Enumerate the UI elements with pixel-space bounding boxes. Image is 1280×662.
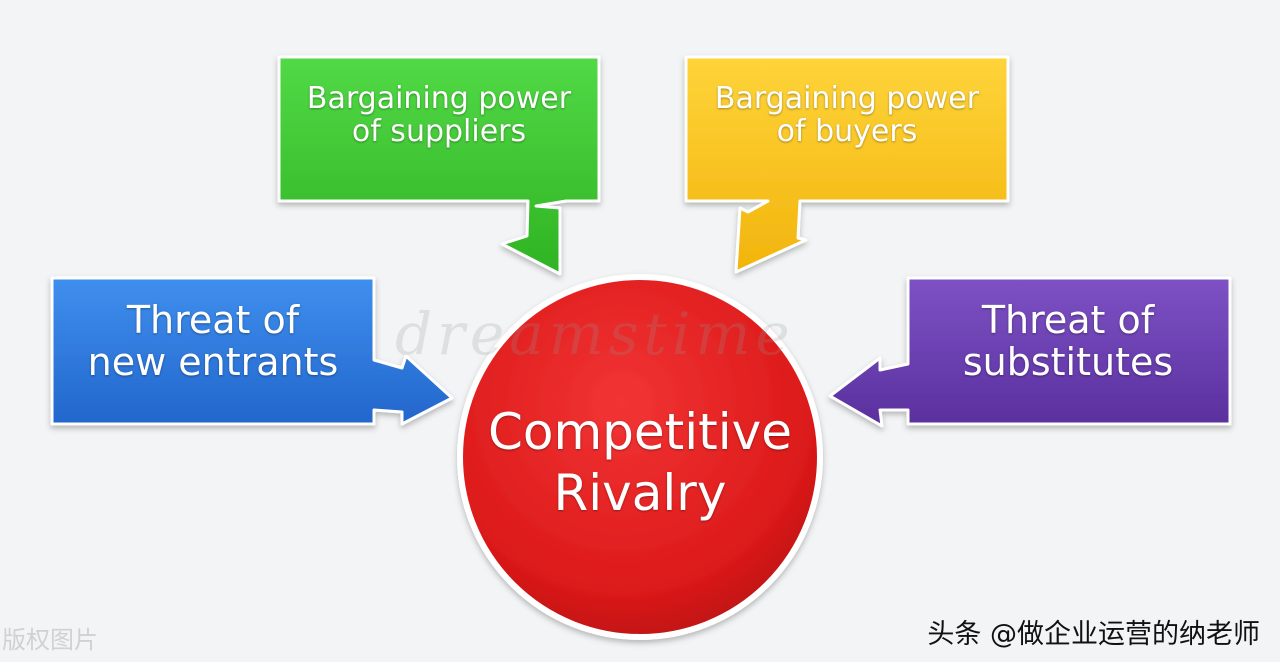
buyers-label-line-2: of buyers	[776, 114, 918, 149]
competitive-rivalry-circle	[457, 274, 823, 640]
center-label: Competitive Rivalry	[460, 402, 820, 524]
suppliers-callout	[277, 55, 601, 276]
suppliers-label-line-2: of suppliers	[351, 114, 527, 149]
author-credit: 头条 @做企业运营的纳老师	[927, 619, 1260, 650]
entrants-label-line-2: new entrants	[87, 339, 339, 384]
entrants-label-line-1: Threat of	[126, 298, 300, 342]
substitutes-label-line-2: substitutes	[962, 339, 1174, 384]
suppliers-label: Bargaining power of suppliers	[279, 82, 599, 148]
buyers-callout	[684, 55, 1010, 274]
center-label-line-1: Competitive	[487, 403, 793, 461]
center-label-line-2: Rivalry	[553, 464, 727, 522]
substitutes-label: Threat of substitutes	[908, 298, 1228, 384]
buyers-label: Bargaining power of buyers	[686, 82, 1008, 148]
substitutes-label-line-1: Threat of	[981, 298, 1155, 342]
suppliers-label-line-1: Bargaining power	[306, 81, 572, 116]
entrants-label: Threat of new entrants	[52, 298, 374, 384]
entrants-callout	[50, 276, 454, 426]
substitutes-callout	[828, 276, 1232, 428]
buyers-label-line-1: Bargaining power	[714, 81, 980, 116]
